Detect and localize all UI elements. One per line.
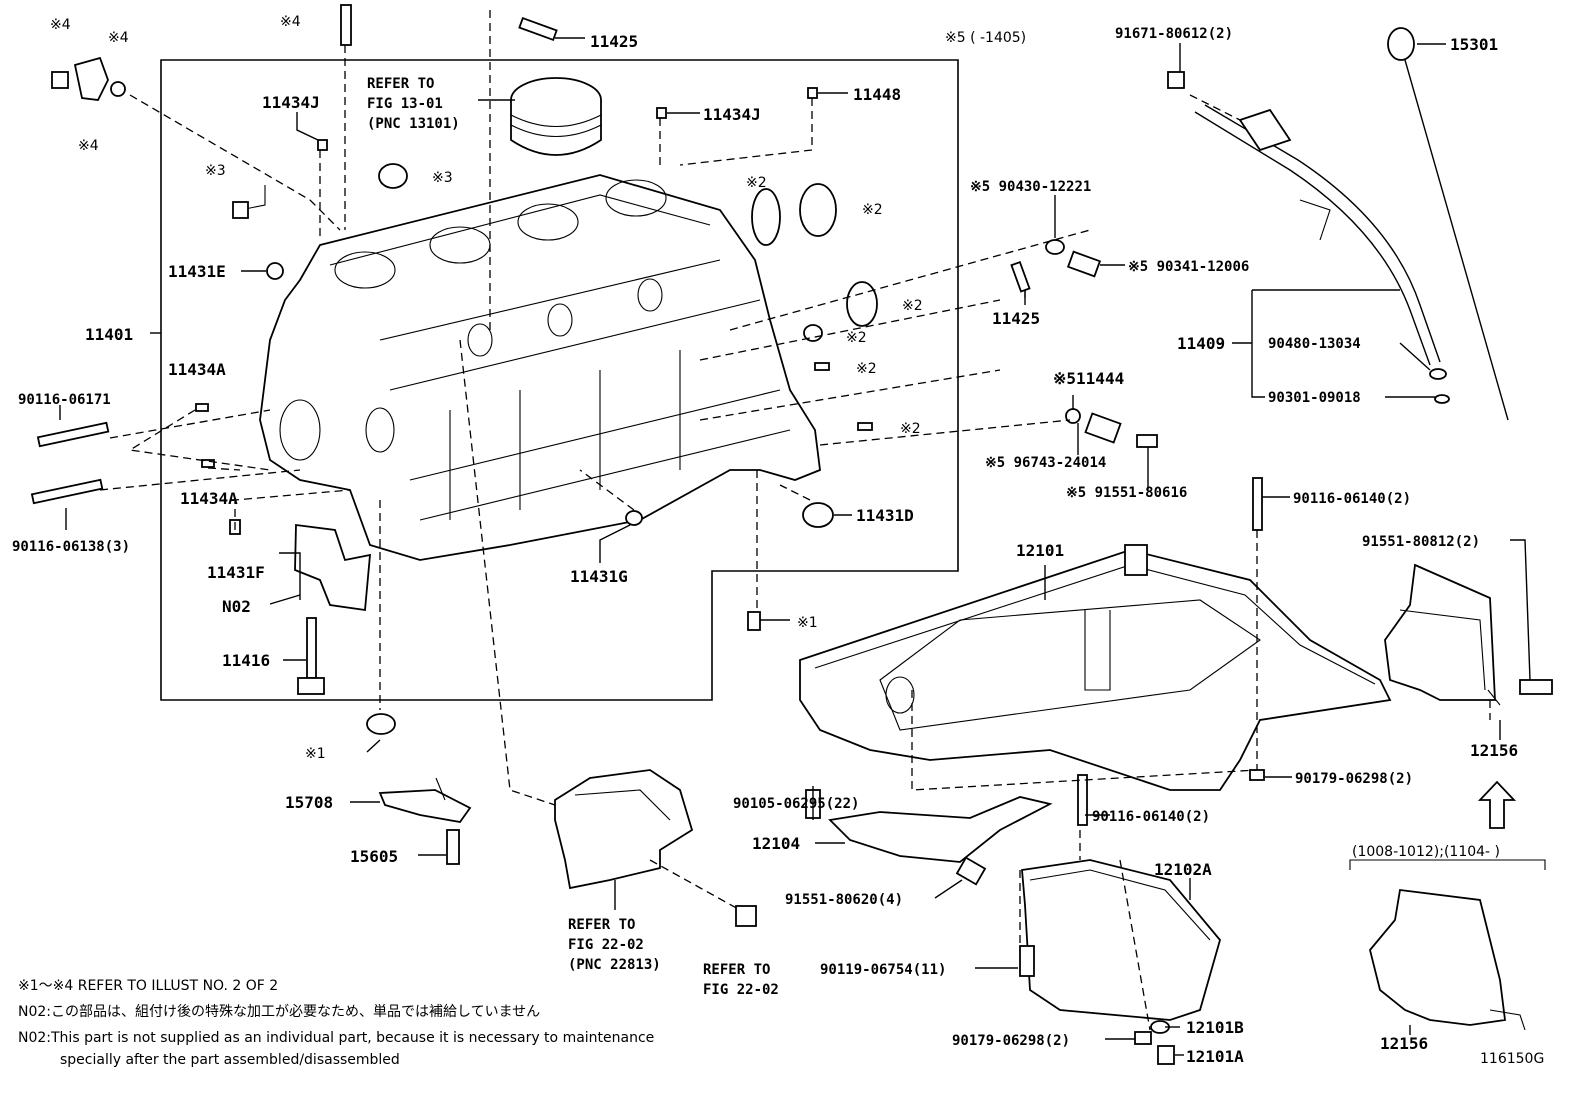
label-90105: 90105-06295(22) xyxy=(733,796,859,812)
label-11434j-right: 11434J xyxy=(703,105,761,124)
engine-mount-bracket-drawing xyxy=(554,769,694,890)
label-11401: 11401 xyxy=(85,325,133,344)
label-90179-bot: 90179-06298(2) xyxy=(952,1033,1070,1049)
block-assembly-frame xyxy=(160,59,959,701)
label-96743: ※5 96743-24014 xyxy=(985,455,1106,471)
label-15708: 15708 xyxy=(285,793,333,812)
label-90341: ※5 90341-12006 xyxy=(1128,259,1249,275)
label-11431g: 11431G xyxy=(570,567,628,586)
mark-4-a: ※4 xyxy=(50,17,71,33)
mark-4-d: ※4 xyxy=(280,14,301,30)
label-12101: 12101 xyxy=(1016,541,1064,560)
label-90116-06138: 90116-06138(3) xyxy=(12,539,130,555)
label-91551-80812: 91551-80812(2) xyxy=(1362,534,1480,550)
mark-2-e: ※2 xyxy=(856,361,877,377)
label-90179-mid: 90179-06298(2) xyxy=(1295,771,1413,787)
label-90480: 90480-13034 xyxy=(1268,336,1361,352)
mark-2-a: ※2 xyxy=(746,175,767,191)
mark-3-a: ※3 xyxy=(205,163,226,179)
part-labels: 11425 11448 11434J 11434J REFER TO FIG 1… xyxy=(12,26,1518,1066)
oil-pan-drawing xyxy=(799,544,1392,791)
note-n02-english-line1: N02:This part is not supplied as an indi… xyxy=(18,1030,654,1046)
stiffener-plate-variant-drawing xyxy=(1349,859,1546,1031)
label-11444: ※511444 xyxy=(1053,369,1124,388)
label-11416: 11416 xyxy=(222,651,270,670)
label-12102a: 12102A xyxy=(1154,860,1212,879)
mark-1-b: ※1 xyxy=(305,746,326,762)
reference-marks: ※4 ※4 ※4 ※4 ※3 ※3 ※2 ※2 ※2 ※2 ※2 ※2 ※1 ※… xyxy=(50,14,1500,860)
range-mark-5: ※5 ( -1405) xyxy=(945,30,1026,46)
label-refer-22b-line2: FIG 22-02 xyxy=(703,982,779,998)
label-90430: ※5 90430-12221 xyxy=(970,179,1091,195)
mark-4-b: ※4 xyxy=(108,30,129,46)
label-90119: 90119-06754(11) xyxy=(820,962,946,978)
cylinder-block-drawing xyxy=(259,174,821,561)
baffle-plate-drawing xyxy=(828,796,1053,863)
mark-1-a: ※1 xyxy=(797,615,818,631)
note-refer-illust: ※1～※4 REFER TO ILLUST NO. 2 OF 2 xyxy=(18,978,278,994)
mark-2-c: ※2 xyxy=(902,298,923,314)
label-11425-mid: 11425 xyxy=(992,309,1040,328)
leader-lines xyxy=(59,10,1531,1056)
note-n02-english-line2: specially after the part assembled/disas… xyxy=(60,1052,400,1068)
label-11431d: 11431D xyxy=(856,506,914,525)
label-refer-22a-line2: FIG 22-02 xyxy=(568,937,644,953)
label-11434a-2: 11434A xyxy=(180,489,238,508)
label-refer-22b-line1: REFER TO xyxy=(703,962,770,978)
mark-4-c: ※4 xyxy=(78,138,99,154)
note-n02-japanese: N02:この部品は、組付け後の特殊な加工が必要なため、単品では補給していません xyxy=(18,1004,540,1020)
label-11431e: 11431E xyxy=(168,262,226,281)
figure-number: 116150G xyxy=(1480,1051,1544,1067)
label-90116-06140-bot: 90116-06140(2) xyxy=(1092,809,1210,825)
label-n02: N02 xyxy=(222,597,251,616)
mark-3-b: ※3 xyxy=(432,170,453,186)
oil-pressure-parts xyxy=(1010,239,1158,448)
small-parts xyxy=(30,4,878,735)
lower-oil-pan-drawing xyxy=(1021,859,1221,1021)
label-90301: 90301-09018 xyxy=(1268,390,1361,406)
label-11434a-1: 11434A xyxy=(168,360,226,379)
label-refer-22a-line1: REFER TO xyxy=(568,917,635,933)
label-refer-13-line1: REFER TO xyxy=(367,76,434,92)
label-11434j-left: 11434J xyxy=(262,93,320,112)
mark-2-b: ※2 xyxy=(862,202,883,218)
label-15605: 15605 xyxy=(350,847,398,866)
footnotes: ※1～※4 REFER TO ILLUST NO. 2 OF 2 N02:この部… xyxy=(18,978,1544,1068)
label-12104: 12104 xyxy=(752,834,800,853)
mark-2-f: ※2 xyxy=(900,421,921,437)
label-refer-22a-line3: (PNC 22813) xyxy=(568,957,661,973)
label-90116-06171: 90116-06171 xyxy=(18,392,111,408)
label-15301: 15301 xyxy=(1450,35,1498,54)
mark-2-d: ※2 xyxy=(846,330,867,346)
label-12101a: 12101A xyxy=(1186,1047,1244,1066)
range-12156: (1008-1012);(1104- ) xyxy=(1352,844,1500,860)
label-12101b: 12101B xyxy=(1186,1018,1244,1037)
label-12156-bot: 12156 xyxy=(1380,1034,1428,1053)
label-91551-80616: ※5 91551-80616 xyxy=(1066,485,1187,501)
label-91671: 91671-80612(2) xyxy=(1115,26,1233,42)
label-11409: 11409 xyxy=(1177,334,1225,353)
piston-drawing xyxy=(510,77,602,156)
label-refer-13-line2: FIG 13-01 xyxy=(367,96,443,112)
stiffener-plate-drawing xyxy=(1384,563,1553,706)
label-12156-mid: 12156 xyxy=(1470,741,1518,760)
oil-dipstick-drawing xyxy=(1167,27,1509,421)
label-90116-06140-top: 90116-06140(2) xyxy=(1293,491,1411,507)
label-11431f: 11431F xyxy=(207,563,265,582)
label-91551-80620: 91551-80620(4) xyxy=(785,892,903,908)
label-11425-top: 11425 xyxy=(590,32,638,51)
label-refer-13-line3: (PNC 13101) xyxy=(367,116,460,132)
label-11448: 11448 xyxy=(853,85,901,104)
